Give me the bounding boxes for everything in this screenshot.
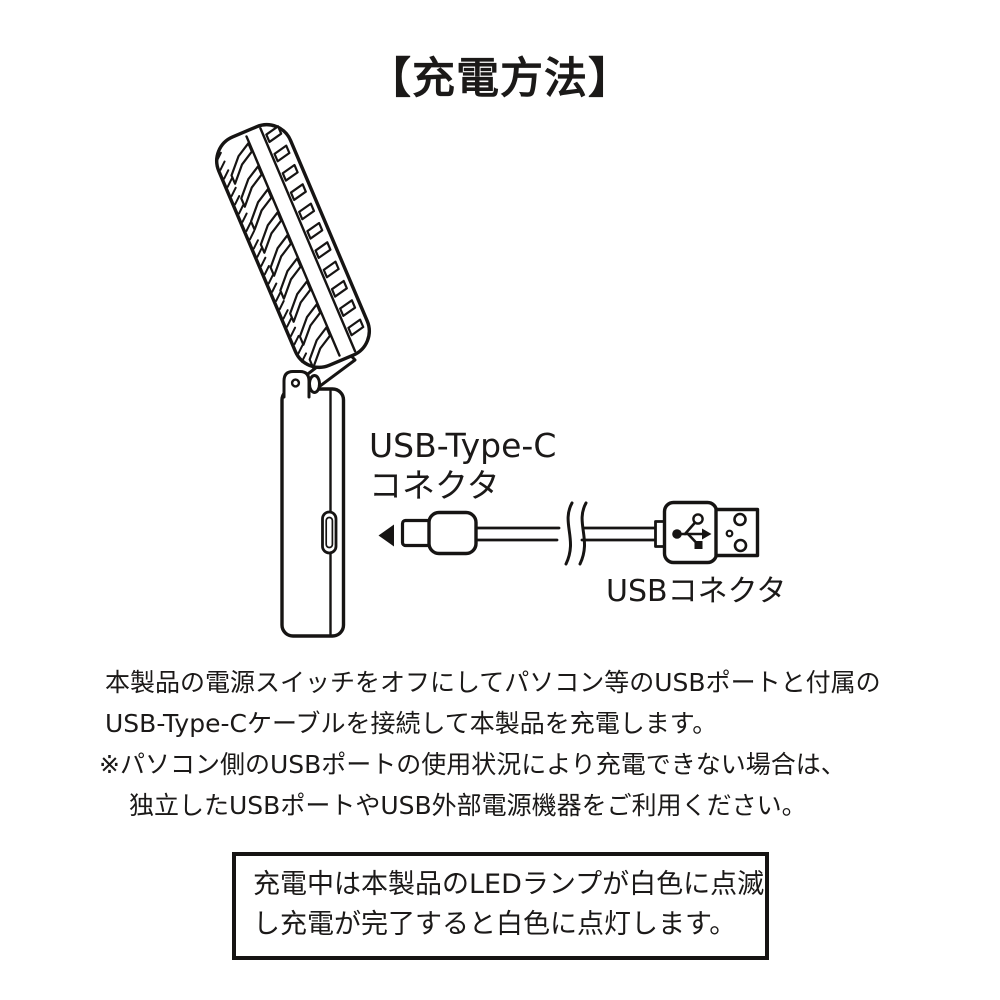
led-note-line-2: し充電が完了すると白色に点灯します。 [253, 909, 737, 940]
instruction-text: 本製品の電源スイッチをオフにしてパソコン等のUSBポートと付属の USB-Typ… [99, 662, 881, 826]
usb-c-plug-body [427, 510, 478, 556]
fan-head-blades [230, 142, 332, 369]
instruction-line-4: 独立したUSBポートやUSB外部電源機器をご利用ください。 [129, 791, 807, 820]
usb-c-port [321, 510, 338, 555]
usb-c-plug-tip [400, 518, 433, 548]
usb-c-plug [400, 510, 478, 556]
instruction-line-3: ※パソコン側のUSBポートの使用状況により充電できない場合は、 [99, 750, 846, 779]
usb-a-shell-holes [725, 512, 748, 553]
hinge-barrel [308, 374, 321, 394]
cable-segment-left [474, 526, 561, 542]
cable-segment-right [580, 526, 658, 542]
fan-head-spine-lines [245, 127, 357, 357]
fan-head [215, 123, 371, 369]
hinge-tab [282, 370, 311, 399]
usb-trident-icon [672, 513, 712, 549]
usb-type-c-label: USB-Type-C コネクタ [369, 426, 556, 506]
cable [474, 501, 658, 566]
arrow-left-icon [378, 524, 394, 547]
led-note-box: 充電中は本製品のLEDランプが白色に点滅 し充電が完了すると白色に点灯します。 [232, 852, 769, 960]
usb-a-plug [654, 500, 760, 565]
fan-head-side-slats [265, 125, 365, 337]
page-title: 【充電方法】 [368, 54, 632, 104]
usb-type-c-label-line2: コネクタ [369, 466, 500, 505]
usb-c-port-inner [325, 516, 334, 549]
fan-hinge [282, 370, 321, 399]
instruction-line-2: USB-Type-Cケーブルを接続して本製品を充電します。 [105, 709, 718, 738]
usb-connector-label: USBコネクタ [606, 574, 787, 609]
instruction-line-1: 本製品の電源スイッチをオフにしてパソコン等のUSBポートと付属の [105, 668, 881, 697]
led-note-line-1: 充電中は本製品のLEDランプが白色に点滅 [253, 869, 765, 900]
usb-type-c-label-line1: USB-Type-C [369, 426, 557, 465]
fan-head-rim-steps [215, 151, 308, 363]
cable-break-mark [564, 501, 588, 566]
hinge-pivot-dot [290, 378, 301, 388]
